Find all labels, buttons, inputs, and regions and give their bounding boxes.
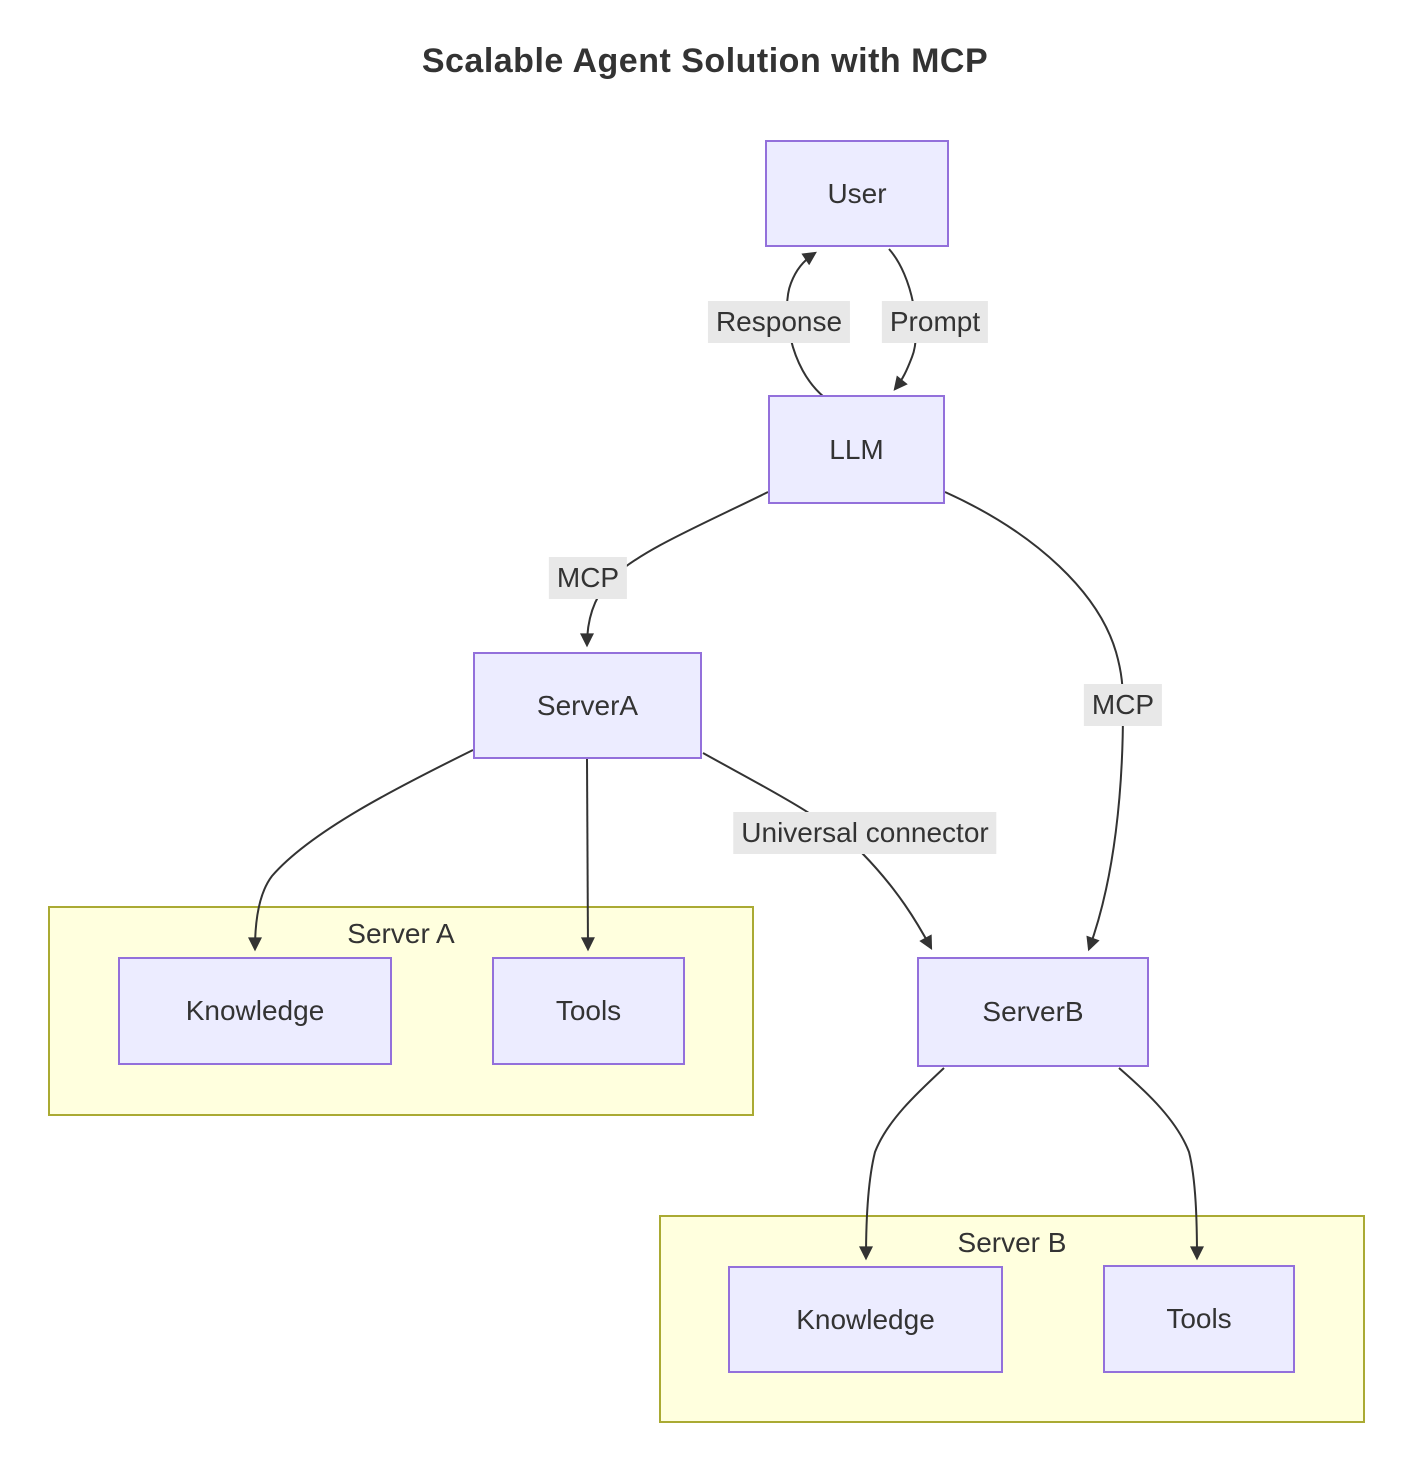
edge-label-mcp-b: MCP xyxy=(1083,684,1163,726)
edge-servera-to-knowledge-a xyxy=(248,749,474,952)
node-knowledge-b-label: Knowledge xyxy=(796,1303,935,1335)
edge-label-response: Response xyxy=(707,301,851,343)
edge-label-mcp-a: MCP xyxy=(548,557,628,599)
edge-llm-to-serverb-mcp xyxy=(944,491,1125,952)
node-llm: LLM xyxy=(768,395,945,504)
node-tools-a-label: Tools xyxy=(555,995,622,1026)
node-tools-b-label: Tools xyxy=(1166,1303,1232,1334)
node-user-label: User xyxy=(827,177,887,209)
subgraph-server-b-label: Server B xyxy=(957,1227,1067,1258)
edge-label-prompt: Prompt xyxy=(881,301,989,343)
node-tools-b: Tools xyxy=(1103,1265,1295,1373)
node-llm-label: LLM xyxy=(829,433,884,465)
node-server-a: ServerA xyxy=(473,652,702,759)
edge-serverb-to-tools-b xyxy=(1118,1067,1204,1261)
diagram-title: Scalable Agent Solution with MCP xyxy=(421,42,989,80)
node-user: User xyxy=(765,140,949,247)
node-server-a-label: ServerA xyxy=(536,689,639,721)
edge-llm-to-user-response xyxy=(786,251,825,398)
edge-serverb-to-knowledge-b xyxy=(859,1067,945,1261)
node-knowledge-a-label: Knowledge xyxy=(185,995,325,1026)
edge-servera-to-tools-a xyxy=(580,758,595,952)
node-server-b-label: ServerB xyxy=(982,996,1084,1027)
edge-user-to-llm-prompt xyxy=(888,248,918,391)
node-knowledge-a: Knowledge xyxy=(118,957,392,1065)
subgraph-server-a-label: Server A xyxy=(347,918,455,949)
node-knowledge-b: Knowledge xyxy=(728,1266,1003,1373)
node-tools-a: Tools xyxy=(492,957,685,1065)
edge-label-universal-connector: Universal connector xyxy=(733,812,997,854)
node-server-b: ServerB xyxy=(917,957,1149,1067)
